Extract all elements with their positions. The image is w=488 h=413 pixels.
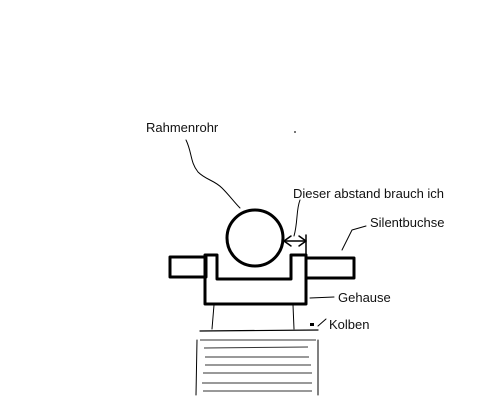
leader-silent-bushing	[341, 225, 367, 251]
piston-rod	[211, 304, 295, 330]
piston-marker-dot	[310, 323, 314, 326]
label-frame-tube: Rahmenrohr	[146, 120, 219, 135]
housing-bracket	[203, 253, 308, 306]
bushing-rod-right	[304, 256, 356, 280]
leader-piston	[317, 318, 327, 327]
label-piston: Kolben	[329, 317, 370, 332]
frame-tube-circle	[225, 208, 285, 268]
label-silent-bushing: Silentbuchse	[370, 215, 445, 230]
piston-top	[199, 329, 319, 332]
distance-arrowhead-left	[283, 235, 292, 247]
piston-body-left	[195, 339, 198, 396]
piston-hatching	[200, 339, 316, 392]
leader-frame-tube	[185, 139, 241, 209]
stray-dot	[294, 131, 296, 133]
label-housing: Gehause	[338, 290, 391, 305]
bushing-rod-left	[168, 255, 208, 279]
label-distance-note: Dieser abstand brauch ich	[293, 186, 445, 201]
leader-housing	[309, 296, 335, 299]
leader-distance	[293, 199, 301, 237]
